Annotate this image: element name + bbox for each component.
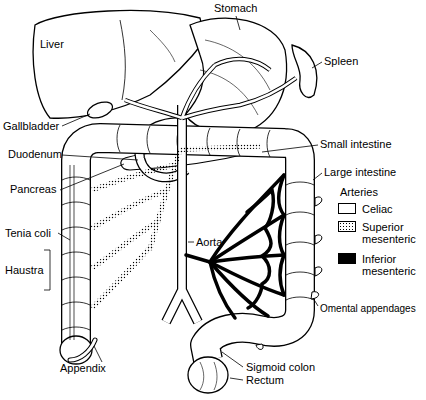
stomach-shape xyxy=(185,18,287,134)
organ-label: Pancreas xyxy=(10,183,56,195)
legend-text: Celiac xyxy=(362,203,420,215)
leader-lines xyxy=(188,242,194,243)
omental-appendages xyxy=(315,197,322,206)
haustra-folds xyxy=(286,182,314,300)
leader-lines xyxy=(236,16,240,30)
legend-text: Inferior mesenteric xyxy=(362,253,420,277)
leader-lines xyxy=(62,114,90,126)
organ-label: Rectum xyxy=(246,374,284,386)
omental-appendages xyxy=(315,267,322,276)
organ-label: Large intestine xyxy=(324,166,396,178)
leader-lines xyxy=(94,346,102,362)
structure-label: Omental appendages xyxy=(320,303,416,315)
stomach-shape xyxy=(185,18,287,134)
leader-lines xyxy=(222,352,243,367)
large-intestine-shape xyxy=(76,138,300,360)
omental-appendages xyxy=(256,344,263,349)
celiac-arteries xyxy=(125,59,296,118)
organ-label: Appendix xyxy=(60,362,106,374)
structure-label: Haustra xyxy=(5,264,44,276)
superior-mesenteric-arteries xyxy=(92,245,152,308)
haustra-folds xyxy=(117,125,270,157)
leader-lines xyxy=(60,164,124,190)
celiac-arteries xyxy=(125,59,296,118)
legend-swatch xyxy=(338,253,356,264)
leader-lines xyxy=(44,250,50,290)
leader-lines xyxy=(313,173,322,180)
aorta-vessel xyxy=(166,105,198,322)
leader-lines xyxy=(262,145,318,152)
inferior-mesenteric-arteries xyxy=(210,262,284,295)
liver-shape xyxy=(33,11,205,119)
leader-lines xyxy=(312,62,322,68)
liver-shape xyxy=(120,20,125,100)
large-intestine-shape xyxy=(200,362,217,390)
haustra-folds xyxy=(62,177,90,330)
structure-label: Tenia coli xyxy=(5,227,51,239)
leader-lines xyxy=(313,298,318,306)
appendix-shape xyxy=(70,340,95,360)
inferior-mesenteric-arteries xyxy=(247,190,273,308)
gallbladder-shape xyxy=(85,99,114,121)
gallbladder-shape xyxy=(85,99,114,121)
organ-label: Duodenum xyxy=(8,148,62,160)
omental-appendages xyxy=(256,197,322,350)
organ-label: Gallbladder xyxy=(3,120,59,132)
organ-label: Small intestine xyxy=(320,138,392,150)
omental-appendages xyxy=(311,292,319,299)
leader-lines xyxy=(44,16,322,380)
inferior-mesenteric-arteries xyxy=(186,175,284,318)
vessel-label: Aorta xyxy=(196,236,222,248)
large-intestine-shape xyxy=(76,138,300,360)
organ-label: Liver xyxy=(40,38,64,50)
inferior-mesenteric-arteries xyxy=(210,255,284,262)
inferior-mesenteric-arteries xyxy=(186,255,210,262)
organ-label: Sigmoid colon xyxy=(246,361,315,373)
appendix-shape xyxy=(70,340,95,360)
legend-swatch xyxy=(338,221,356,232)
large-intestine-shape xyxy=(188,357,228,393)
tenia-coli-band xyxy=(70,165,74,340)
organ-label: Spleen xyxy=(324,55,358,67)
legend-swatch xyxy=(338,203,356,214)
aorta-vessel xyxy=(166,105,198,322)
legend-text: Superior mesenteric xyxy=(362,221,420,245)
liver-shape xyxy=(150,30,175,62)
inferior-mesenteric-arteries xyxy=(279,175,284,295)
tenia-coli-band xyxy=(70,165,74,340)
legend-title: Arteries xyxy=(340,186,378,198)
superior-mesenteric-arteries xyxy=(180,146,260,150)
leader-lines xyxy=(58,233,70,240)
inferior-mesenteric-arteries xyxy=(210,262,235,318)
spleen-shape xyxy=(292,45,317,97)
organ-label: Stomach xyxy=(214,2,257,14)
appendix-shape xyxy=(70,340,95,360)
leader-lines xyxy=(230,378,243,380)
aorta-vessel xyxy=(166,105,198,322)
spleen-shape xyxy=(292,45,317,97)
omental-appendages xyxy=(315,235,322,244)
superior-mesenteric-arteries xyxy=(92,165,175,190)
celiac-arteries xyxy=(125,59,296,118)
leader-lines xyxy=(62,155,138,160)
liver-shape xyxy=(33,11,205,119)
